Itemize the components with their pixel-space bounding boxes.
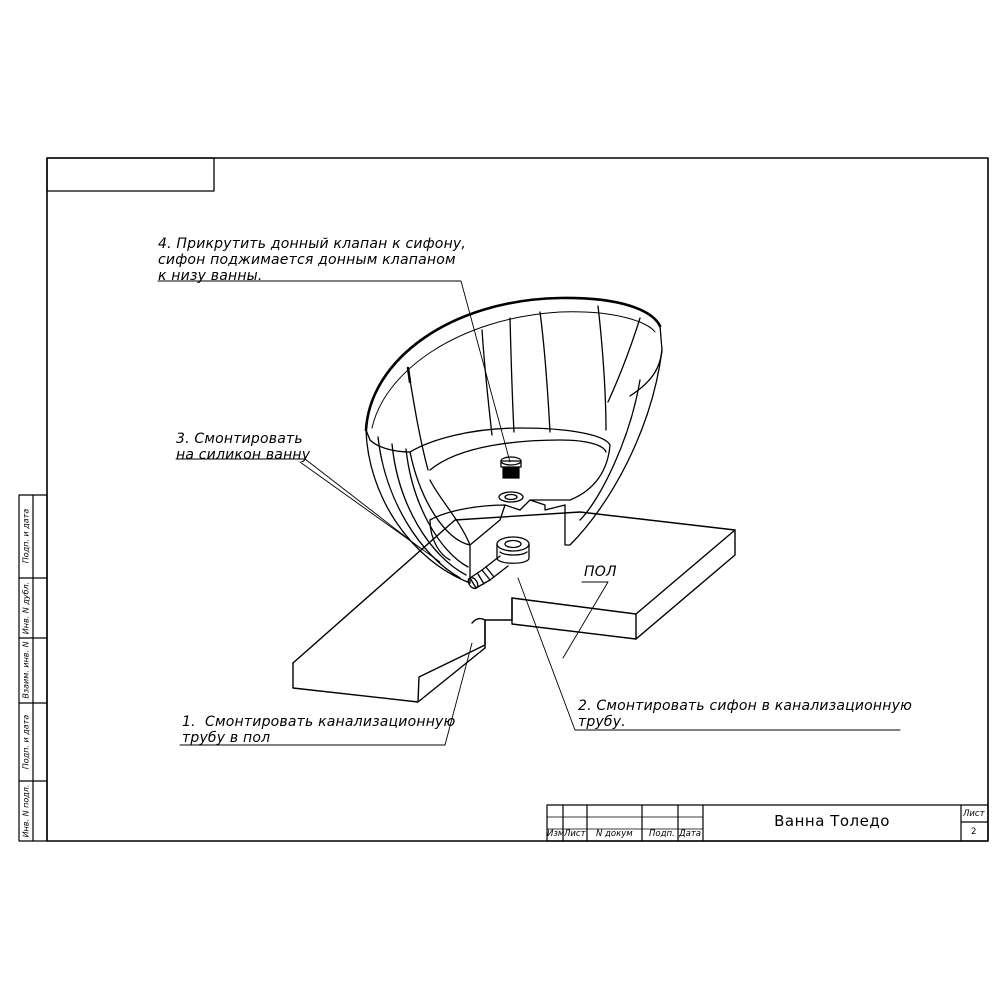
sheet-label: Лист [963, 809, 985, 819]
sheet-number: 2 [971, 827, 977, 837]
floor-slab [292, 511, 736, 703]
siphon [467, 536, 530, 590]
step4-annotation: 4. Прикрутить донный клапан к сифону, си… [158, 236, 467, 284]
header-podp: Подп. [649, 829, 675, 839]
side-stamp-podp-data-1: Подп. и дата [21, 508, 31, 564]
step1-annotation: 1. Смонтировать канализационную трубу в … [182, 714, 456, 746]
header-izm: Изм [547, 829, 565, 839]
floor-label: ПОЛ [584, 564, 617, 580]
header-n-dokum: N докум [596, 829, 633, 839]
header-data: Дата [679, 829, 702, 839]
step3-annotation: 3. Смонтировать на силикон ванну [176, 431, 311, 463]
drain-hole [498, 491, 524, 503]
drain-valve [500, 456, 522, 479]
drawing-title: Ванна Толедо [774, 812, 890, 830]
tub-shell [364, 296, 663, 584]
leader-lines [157, 280, 901, 746]
title-block-grid [546, 804, 989, 842]
side-stamp-grid [18, 494, 48, 842]
side-stamp-podp-data-2: Подп. и дата [21, 714, 31, 770]
side-stamp-inv-dubl: Инв. N дубл. [21, 581, 31, 635]
header-list: Лист [564, 829, 586, 839]
step2-annotation: 2. Смонтировать сифон в канализационную … [578, 698, 913, 730]
side-stamp-vzaim-inv: Взаим. инв. N [21, 641, 31, 699]
side-stamp-inv-podl: Инв. N подл. [21, 784, 31, 838]
